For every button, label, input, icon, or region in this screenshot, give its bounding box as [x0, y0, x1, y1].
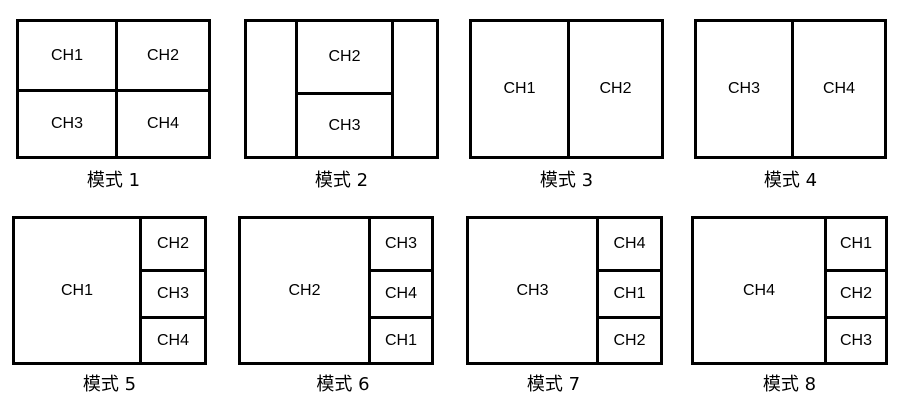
channel-label: CH1 — [50, 46, 83, 64]
mode-2-cell-top: CH2 — [295, 22, 391, 92]
channel-label: CH1 — [839, 235, 872, 252]
channel-label: CH4 — [146, 115, 179, 132]
mode-8-cell-side-1: CH1 — [824, 219, 885, 269]
mode-3-cell-left: CH1 — [472, 22, 567, 156]
channel-label: CH1 — [60, 281, 93, 299]
mode-7-cell-side-3: CH2 — [596, 316, 660, 362]
mode-7-cell-side-2: CH1 — [596, 269, 660, 316]
mode-6-cell-side-1: CH3 — [368, 219, 431, 269]
mode-1-caption: 模式 1 — [86, 170, 141, 191]
mode-4-cell-left: CH3 — [697, 22, 791, 156]
channel-label: CH2 — [328, 48, 361, 65]
mode-4-cell-right: CH4 — [791, 22, 884, 156]
channel-label: CH3 — [839, 331, 872, 349]
mode-8-caption: 模式 8 — [762, 374, 817, 395]
channel-label: CH2 — [288, 281, 321, 299]
channel-label: CH3 — [384, 235, 417, 252]
mode-5-cell-side-1: CH2 — [139, 219, 204, 269]
mode-7-caption: 模式 7 — [526, 374, 581, 395]
mode-4-caption: 模式 4 — [763, 170, 818, 191]
channel-label: CH4 — [384, 285, 417, 302]
channel-label: CH1 — [384, 331, 417, 349]
channel-label: CH1 — [503, 80, 536, 97]
channel-label: CH4 — [742, 281, 775, 299]
mode-7-cell-side-1: CH4 — [596, 219, 660, 269]
channel-label: CH2 — [599, 80, 632, 97]
mode-1-cell-1: CH1 — [19, 22, 115, 89]
channel-label: CH4 — [156, 331, 189, 349]
mode-2-cell-bottom: CH3 — [295, 92, 391, 156]
mode-6-layout: CH2 CH3 CH4 CH1 — [238, 216, 434, 365]
channel-label: CH3 — [328, 116, 361, 134]
mode-8-layout: CH4 CH1 CH2 CH3 — [691, 216, 888, 365]
mode-5-caption: 模式 5 — [82, 374, 137, 395]
mode-4-layout: CH3 CH4 — [694, 19, 887, 159]
channel-label: CH4 — [822, 80, 855, 97]
channel-label: CH3 — [516, 281, 549, 299]
mode-5-cell-main: CH1 — [15, 219, 139, 362]
mode-2-layout: CH2 CH3 — [244, 19, 439, 159]
channel-label: CH2 — [613, 331, 646, 349]
mode-1-cell-3: CH3 — [19, 89, 115, 156]
mode-5-layout: CH1 CH2 CH3 CH4 — [12, 216, 207, 365]
channel-label: CH4 — [613, 235, 646, 252]
mode-8-cell-side-3: CH3 — [824, 316, 885, 362]
channel-label: CH2 — [156, 235, 189, 252]
mode-8-cell-side-2: CH2 — [824, 269, 885, 316]
mode-5-cell-side-3: CH4 — [139, 316, 204, 362]
mode-6-caption: 模式 6 — [316, 374, 370, 395]
mode-2-left-strip — [247, 22, 295, 156]
mode-7-cell-main: CH3 — [469, 219, 596, 362]
mode-8-cell-main: CH4 — [694, 219, 824, 362]
channel-label: CH2 — [839, 285, 872, 302]
channel-label: CH3 — [727, 80, 760, 97]
mode-7-layout: CH3 CH4 CH1 CH2 — [466, 216, 663, 365]
channel-label: CH1 — [613, 285, 646, 302]
mode-5-cell-side-2: CH3 — [139, 269, 204, 316]
mode-3-caption: 模式 3 — [539, 170, 594, 191]
mode-6-cell-side-2: CH4 — [368, 269, 431, 316]
mode-1-cell-4: CH4 — [115, 89, 208, 156]
mode-3-cell-right: CH2 — [567, 22, 661, 156]
mode-2-right-strip — [391, 22, 436, 156]
mode-6-cell-side-3: CH1 — [368, 316, 431, 362]
mode-1-cell-2: CH2 — [115, 22, 208, 89]
mode-6-cell-main: CH2 — [241, 219, 368, 362]
mode-2-caption: 模式 2 — [314, 170, 369, 191]
mode-1-layout: CH1 CH2 CH3 CH4 — [16, 19, 211, 159]
mode-3-layout: CH1 CH2 — [469, 19, 664, 159]
channel-label: CH3 — [50, 115, 83, 132]
channel-label: CH2 — [146, 46, 179, 64]
channel-label: CH3 — [156, 285, 189, 302]
